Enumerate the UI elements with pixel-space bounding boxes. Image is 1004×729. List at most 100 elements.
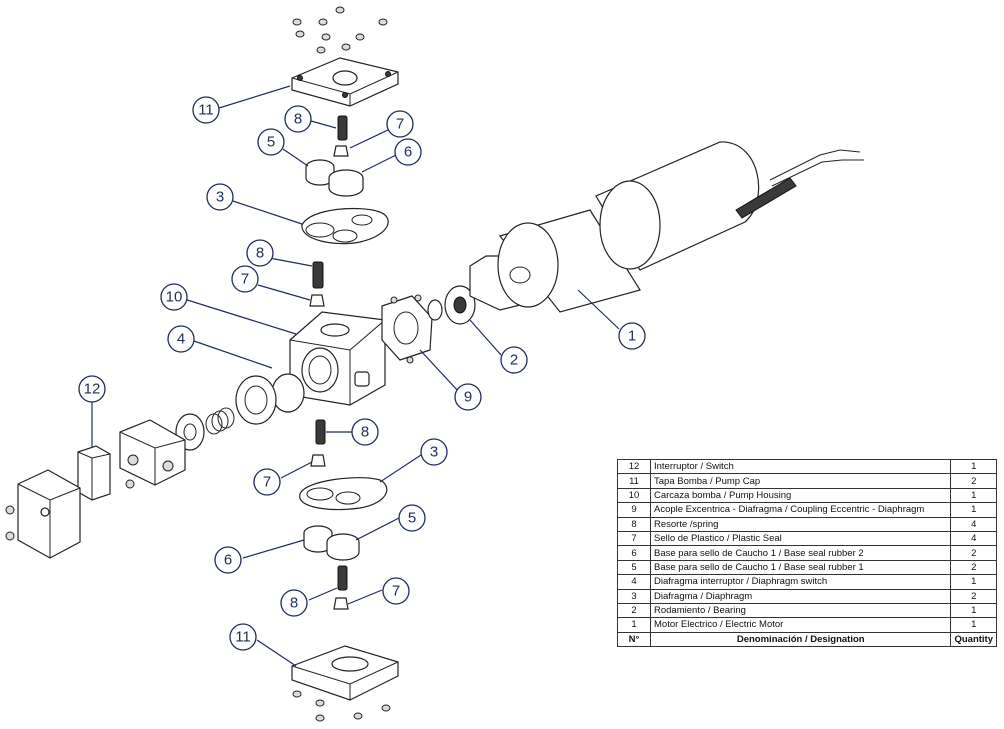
callout-label: 12 (84, 381, 101, 398)
callout-8-top: 8 (284, 105, 312, 133)
top-pump-cap (291, 57, 399, 107)
callout-label: 3 (430, 444, 438, 461)
callout-label: 8 (361, 424, 369, 441)
top-diaphragm (301, 207, 389, 245)
callout-12: 12 (78, 375, 106, 403)
callout-10: 10 (160, 283, 188, 311)
callout-label: 2 (510, 352, 518, 369)
lower-spring (315, 419, 326, 445)
callout-label: 7 (396, 116, 404, 133)
part-number: 8 (617, 516, 651, 532)
callouts: 11 8 7 5 6 3 8 7 10 4 1 2 9 12 8 7 3 5 6… (78, 96, 646, 651)
part-designation: Rodamiento / Bearing (649, 602, 952, 619)
diaphragm-switch (235, 373, 305, 425)
callout-label: 9 (464, 389, 472, 406)
leader-lines (91, 85, 620, 667)
callout-label: 10 (166, 289, 183, 306)
callout-9: 9 (454, 383, 482, 411)
callout-label: 11 (235, 629, 251, 646)
part-quantity: 2 (950, 473, 997, 489)
callout-label: 4 (177, 331, 185, 348)
callout-label: 6 (404, 144, 412, 161)
callout-3-lower: 3 (420, 438, 448, 466)
part-designation: Diafragma interruptor / Diaphragm switch (649, 574, 952, 590)
callout-7-lower: 7 (253, 468, 281, 496)
part-quantity: 1 (950, 487, 997, 504)
part-designation: Diafragma / Diaphragm (649, 588, 952, 604)
callout-label: 7 (241, 271, 249, 288)
part-quantity: 1 (950, 617, 997, 633)
callout-2: 2 (500, 346, 528, 374)
part-quantity: 2 (950, 545, 997, 561)
part-number: 9 (617, 502, 651, 518)
top-screws (292, 6, 388, 54)
header-quantity: Quantity (950, 631, 997, 648)
part-number: 3 (617, 588, 651, 604)
part-designation: Interruptor / Switch (649, 458, 952, 475)
part-designation: Base para sello de Caucho 1 / Base seal … (649, 545, 952, 561)
part-designation: Acople Excentrica - Diafragma / Coupling… (649, 502, 952, 518)
header-number: N° (617, 631, 651, 648)
part-designation: Resorte /spring (649, 516, 952, 532)
part-designation: Motor Electrico / Electric Motor (649, 617, 952, 633)
pump-housing (289, 311, 386, 406)
part-designation: Tapa Bomba / Pump Cap (649, 473, 952, 489)
top-spring (337, 115, 348, 141)
callout-6-top: 6 (394, 138, 422, 166)
part-number: 10 (617, 487, 651, 504)
callout-label: 6 (224, 552, 232, 569)
lower-diaphragm (299, 477, 388, 511)
part-designation: Carcaza bomba / Pump Housing (649, 487, 952, 504)
callout-4: 4 (167, 325, 195, 353)
callout-5-top: 5 (257, 128, 285, 156)
middle-spring (312, 261, 324, 289)
callout-11-top: 11 (192, 96, 220, 124)
callout-label: 5 (408, 510, 416, 527)
callout-5-lower: 5 (398, 504, 426, 532)
lower-plastic-seal (310, 454, 326, 467)
header-designation: Denominación / Designation (649, 631, 952, 648)
switch (77, 445, 111, 501)
electric-motor (469, 141, 864, 313)
part-number: 12 (617, 458, 651, 475)
middle-plastic-seal (309, 294, 325, 307)
top-plastic-seal (333, 145, 349, 157)
part-quantity: 1 (950, 458, 997, 475)
callout-8-bottom: 8 (280, 589, 308, 617)
part-quantity: 1 (950, 502, 997, 518)
callout-label: 1 (628, 328, 636, 345)
lower-seal-bases (303, 525, 360, 561)
callout-1: 1 (618, 322, 646, 350)
part-quantity: 4 (950, 530, 997, 547)
part-number: 11 (617, 473, 651, 489)
part-quantity: 2 (950, 559, 997, 576)
switch-housing (119, 419, 186, 489)
part-designation: Base para sello de Caucho 1 / Base seal … (649, 559, 952, 576)
part-number: 7 (617, 530, 651, 547)
part-designation: Sello de Plastico / Plastic Seal (649, 530, 952, 547)
callout-label: 8 (294, 111, 302, 128)
callout-3-top: 3 (206, 183, 234, 211)
callout-label: 11 (198, 102, 214, 119)
coupling-eccentric (381, 294, 433, 364)
part-quantity: 2 (950, 588, 997, 604)
part-quantity: 1 (950, 602, 997, 619)
callout-7-bottom: 7 (382, 577, 410, 605)
callout-8-lower: 8 (351, 418, 379, 446)
callout-label: 7 (263, 474, 271, 491)
bottom-screws (292, 690, 391, 722)
part-quantity: 1 (950, 574, 997, 590)
part-number: 4 (617, 574, 651, 590)
callout-7-top: 7 (386, 110, 414, 138)
